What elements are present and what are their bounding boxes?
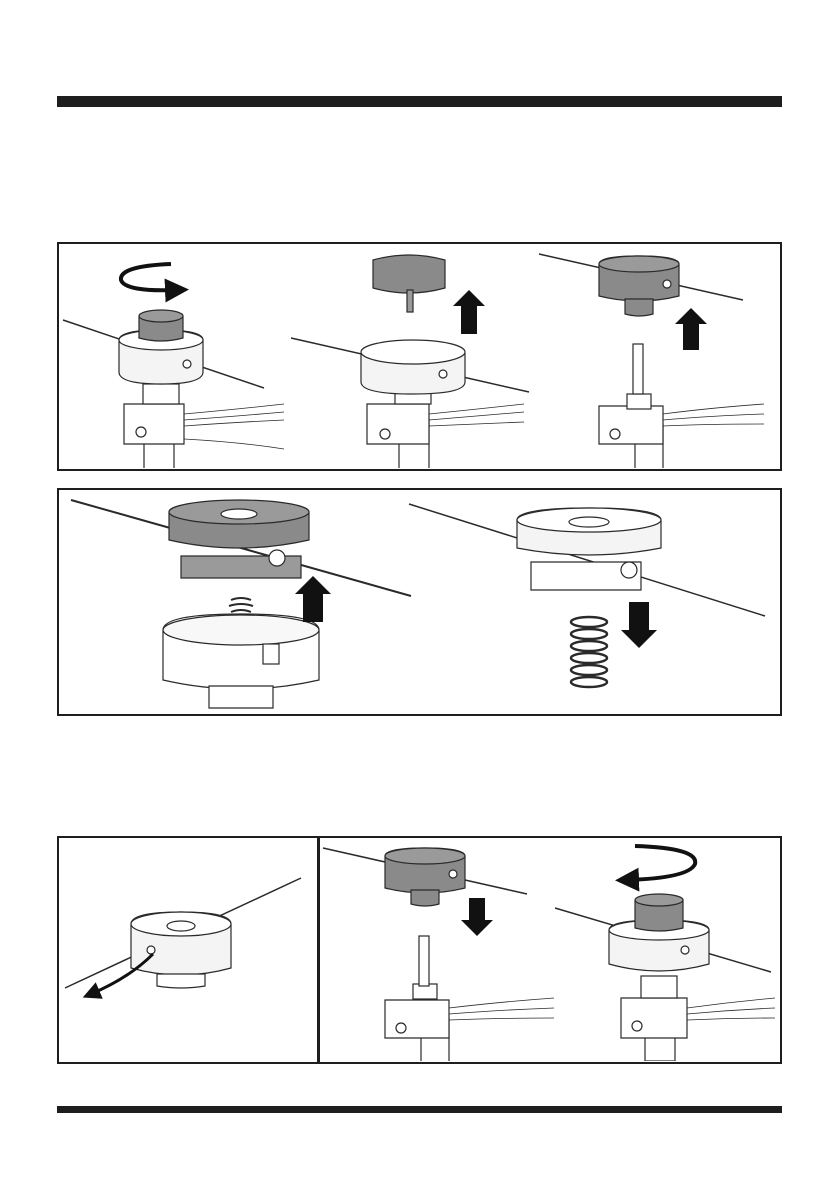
up-arrow-icon [453, 290, 485, 334]
scene-lift-spool [539, 254, 764, 468]
scene-thread-line [65, 878, 301, 994]
up-arrow-icon [295, 576, 331, 622]
illustration-panel-remove-spool [57, 242, 782, 471]
illustration-panel-disassemble-spool [57, 488, 782, 716]
scene-remove-spring [409, 504, 765, 687]
illustration-panel-reassemble [57, 836, 782, 1064]
disassemble-spool-illustration [59, 490, 779, 713]
header-rule [57, 96, 782, 107]
scene-lift-knob [291, 255, 529, 468]
footer-rule [57, 1106, 782, 1113]
scene-screw-knob [555, 846, 775, 1061]
scene-unscrew-knob [63, 264, 284, 468]
spring-coil [571, 617, 607, 687]
scene-lift-reel [71, 500, 411, 708]
down-arrow-icon [461, 898, 493, 936]
rotate-arrow-icon [121, 264, 177, 290]
up-arrow-icon [675, 308, 707, 350]
remove-spool-illustration [59, 244, 779, 468]
reassemble-illustration [59, 838, 779, 1061]
scene-lower-spool [323, 848, 554, 1061]
down-arrow-icon [621, 602, 657, 648]
rotate-arrow-icon [627, 846, 695, 880]
